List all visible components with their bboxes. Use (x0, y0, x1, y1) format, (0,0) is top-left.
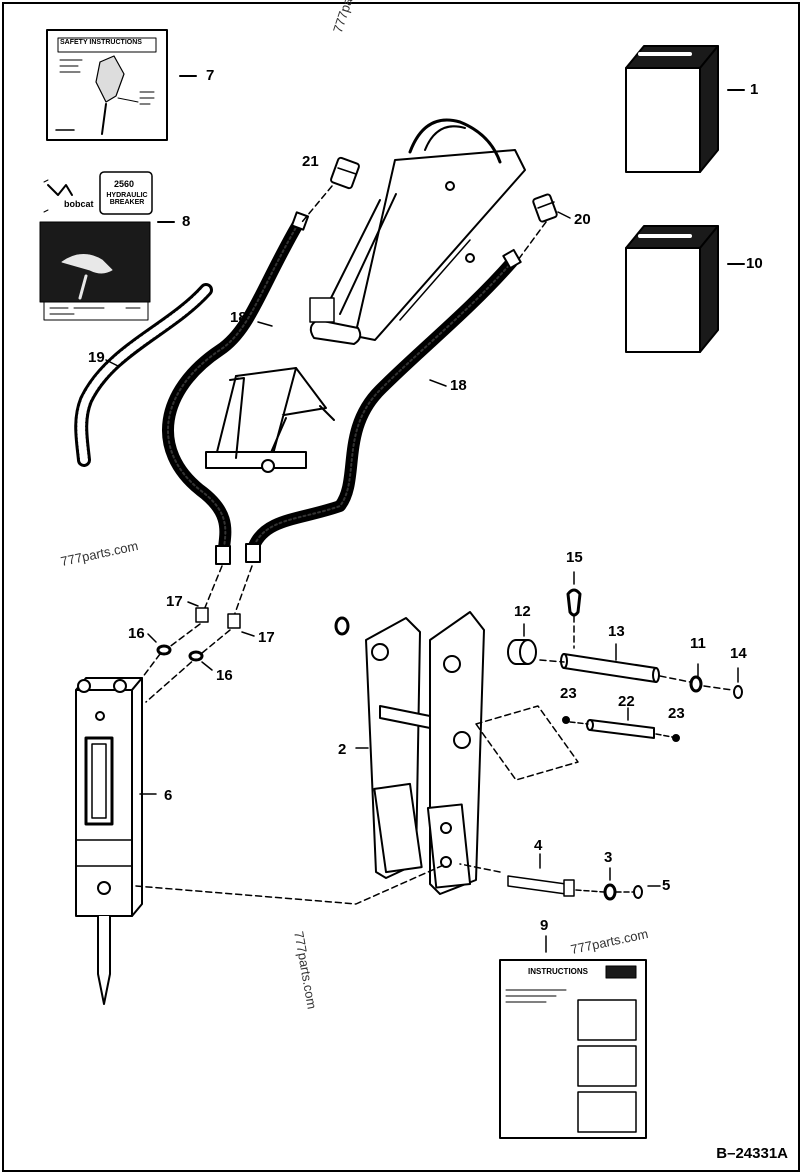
callout-18-left: 18 (230, 309, 247, 326)
seal-16-left (156, 644, 172, 656)
decal-8-brand: bobcat (64, 199, 94, 209)
instructions-title: INSTRUCTIONS (528, 967, 588, 976)
breaker-6 (75, 677, 143, 1005)
lynch-pin-15 (566, 588, 582, 617)
callout-16-left: 16 (128, 625, 145, 642)
washer-3 (603, 883, 617, 901)
callout-7: 7 (206, 67, 215, 84)
instructions-sheet-9 (499, 959, 647, 1139)
callout-20: 20 (574, 211, 591, 228)
figure-id: B–24331A (716, 1145, 788, 1162)
hose-18-left (162, 211, 310, 565)
callout-17-right: 17 (258, 629, 275, 646)
callout-16-right: 16 (216, 667, 233, 684)
callout-4: 4 (534, 837, 543, 854)
mount-bracket-2 (334, 611, 485, 895)
callout-11: 11 (690, 635, 706, 652)
callout-15: 15 (566, 549, 583, 566)
loader-arm-frame (205, 118, 526, 473)
coupler-20 (532, 193, 558, 223)
decal-7-title: SAFETY INSTRUCTIONS (60, 39, 142, 46)
callout-3: 3 (604, 849, 613, 866)
hose-19 (74, 283, 213, 467)
box-item-1 (625, 45, 719, 173)
seal-16-right (188, 650, 204, 662)
bolt-4 (507, 875, 575, 897)
pin-22 (586, 719, 655, 739)
callout-22: 22 (618, 693, 635, 710)
callout-5: 5 (662, 877, 671, 894)
decal-8-product: HYDRAULIC BREAKER (106, 192, 148, 207)
callout-18-right: 18 (450, 377, 467, 394)
callout-14: 14 (730, 645, 747, 662)
callout-8: 8 (182, 213, 191, 230)
washer-11 (689, 675, 703, 693)
callout-2: 2 (338, 741, 347, 758)
grease-fitting-23-right (672, 734, 680, 742)
callout-19: 19 (88, 349, 105, 366)
callout-23-right: 23 (668, 705, 685, 722)
hose-18-right (245, 248, 522, 563)
decal-8 (39, 171, 153, 321)
bushing-12 (507, 639, 537, 665)
decal-7 (46, 29, 168, 141)
fitting-17-right (227, 613, 241, 629)
callout-17-left: 17 (166, 593, 183, 610)
callout-1: 1 (750, 81, 759, 98)
callout-12: 12 (514, 603, 531, 620)
callout-23-left: 23 (560, 685, 577, 702)
pin-13 (560, 653, 660, 683)
callout-13: 13 (608, 623, 625, 640)
nut-5 (633, 885, 643, 899)
box-item-10 (625, 225, 719, 353)
callout-21: 21 (302, 153, 319, 170)
ring-14 (733, 685, 743, 699)
callout-6: 6 (164, 787, 173, 804)
decal-8-model: 2560 (114, 179, 135, 189)
callout-10: 10 (746, 255, 763, 272)
coupler-21 (330, 156, 360, 190)
grease-fitting-23-left (562, 716, 570, 724)
callout-9: 9 (540, 917, 549, 934)
fitting-17-left (195, 607, 209, 623)
